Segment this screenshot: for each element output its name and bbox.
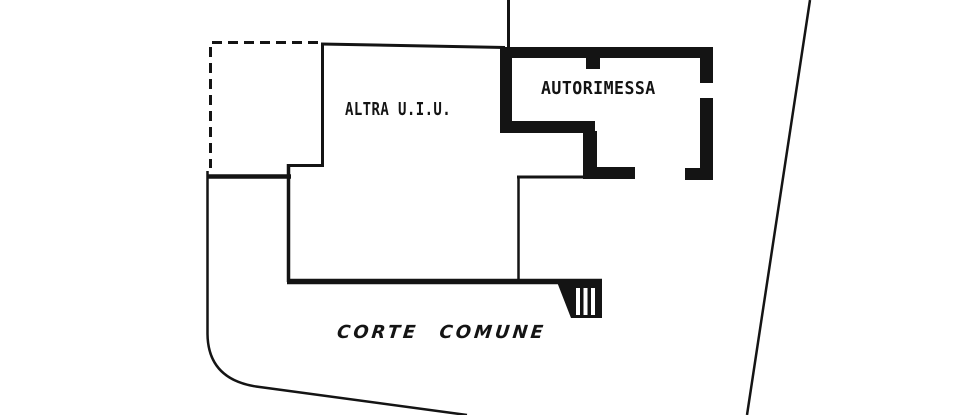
garage-wall-interior bbox=[583, 131, 597, 178]
courtyard-boundary-right-slant bbox=[745, 0, 812, 415]
garage-wall-bottom-mid bbox=[583, 167, 635, 179]
thin-walls bbox=[207, 42, 602, 285]
garage-wall-top bbox=[500, 47, 713, 58]
garage-wall-right-lower bbox=[700, 98, 713, 180]
garage-wall-right-upper bbox=[700, 47, 713, 83]
garage-thick-walls bbox=[500, 47, 713, 180]
staircase-tread-gap bbox=[591, 288, 595, 315]
garage-wall-bottom-left bbox=[500, 121, 595, 133]
courtyard-boundary-left bbox=[206, 171, 468, 415]
garage-wall-right-foot bbox=[685, 168, 713, 180]
staircase-symbol bbox=[557, 282, 602, 318]
room-label-altra-uiu: ALTRA U.I.U. bbox=[345, 99, 452, 120]
area-label-corte-comune: CORTE COMUNE bbox=[336, 322, 548, 343]
staircase-tread-gap bbox=[583, 288, 588, 315]
room-label-autorimessa: AUTORIMESSA bbox=[541, 78, 656, 99]
staircase-tread-gap bbox=[576, 288, 580, 315]
garage-wall-left bbox=[500, 47, 512, 133]
garage-wall-top-stub bbox=[586, 57, 600, 69]
dashed-boundary-outline bbox=[209, 41, 318, 168]
wall-top bbox=[320, 42, 506, 49]
